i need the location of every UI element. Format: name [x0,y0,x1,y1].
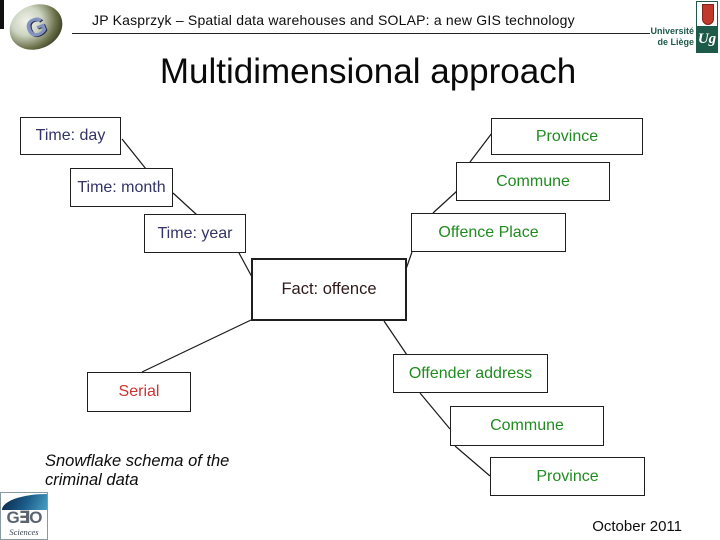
geo-logo-word: G∃O [6,508,42,527]
edge-offender-commune-bottom [419,392,451,430]
node-label: Offender address [408,364,533,382]
slide-date: October 2011 [592,518,682,535]
edge-fact-serial [141,319,252,373]
node-label: Province [536,467,599,485]
university-name-line1: Université [650,26,694,36]
node-label: Time: year [157,224,233,242]
schema-node-serial: Serial [87,372,191,412]
schema-node-fact-offence: Fact: offence [251,258,407,321]
slide-edge-mark [0,0,4,29]
edge-month-year [172,192,198,216]
schema-node-province-top: Province [491,118,643,155]
node-label: Fact: offence [281,280,377,298]
node-label: Time: month [77,178,166,196]
geo-sciences-logo: G∃O Sciences [0,492,48,540]
geo-globe-logo: G [2,0,70,58]
schema-node-offender-address: Offender address [393,354,548,393]
header-underline [72,33,650,34]
node-label: Commune [490,417,564,434]
page-title: Multidimensional approach [159,52,577,91]
ulg-monogram: Ug [697,26,717,52]
slide-caption: Snowflake schema of the criminal data [45,452,230,489]
geo-logo-subtext: Sciences [9,527,39,537]
university-shield-logo: Ug [696,1,718,53]
edge-province-commune-top [469,132,493,163]
schema-node-offence-place: Offence Place [411,213,566,252]
edge-day-month [121,138,147,170]
edge-commune-province-bottom [454,445,491,477]
university-name-line2: de Liège [657,37,694,47]
globe-letter: G [20,9,51,45]
schema-node-commune-top: Commune [456,162,610,201]
edge-commune-offence [432,190,458,214]
schema-node-province-bottom: Province [490,457,645,496]
university-name: Université de Liège [630,26,694,48]
header-title: JP Kasprzyk – Spatial data warehouses an… [92,12,575,28]
node-label: Serial [118,383,160,400]
node-label: Time: day [35,127,106,144]
node-label: Province [535,127,599,145]
schema-node-time-year: Time: year [144,214,246,253]
node-label: Commune [496,172,570,190]
schema-node-commune-bottom: Commune [450,406,604,446]
schema-node-time-day: Time: day [20,117,121,155]
schema-node-time-month: Time: month [70,168,173,207]
node-label: Offence Place [438,223,539,241]
edge-fact-offender [383,320,408,356]
shield-crest-icon [702,4,714,25]
